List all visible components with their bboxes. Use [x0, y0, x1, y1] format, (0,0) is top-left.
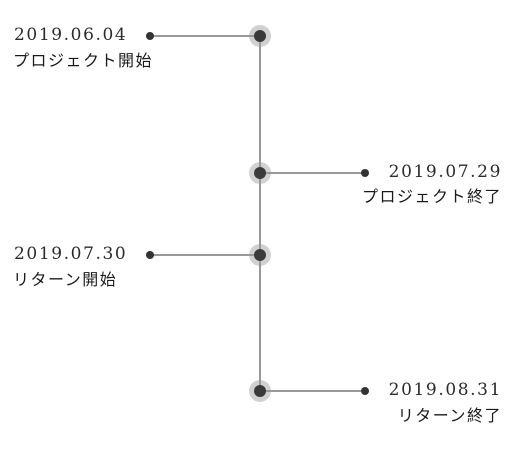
- event-title-3: リターン開始: [13, 270, 118, 289]
- node-3: [254, 249, 266, 261]
- connector-end-dot-2: [361, 169, 369, 177]
- event-title-4: リターン終了: [397, 406, 502, 425]
- event-title-2: プロジェクト終了: [361, 187, 502, 206]
- node-1: [254, 30, 266, 42]
- connector-end-dot-1: [146, 32, 154, 40]
- event-title-1: プロジェクト開始: [13, 51, 154, 70]
- event-date-3: 2019.07.30: [14, 244, 128, 264]
- connector-end-dot-4: [361, 387, 369, 395]
- node-2: [254, 167, 266, 179]
- event-date-4: 2019.08.31: [388, 380, 502, 400]
- connector-end-dot-3: [146, 251, 154, 259]
- event-date-2: 2019.07.29: [388, 162, 502, 182]
- node-4: [254, 385, 266, 397]
- event-date-1: 2019.06.04: [14, 25, 128, 45]
